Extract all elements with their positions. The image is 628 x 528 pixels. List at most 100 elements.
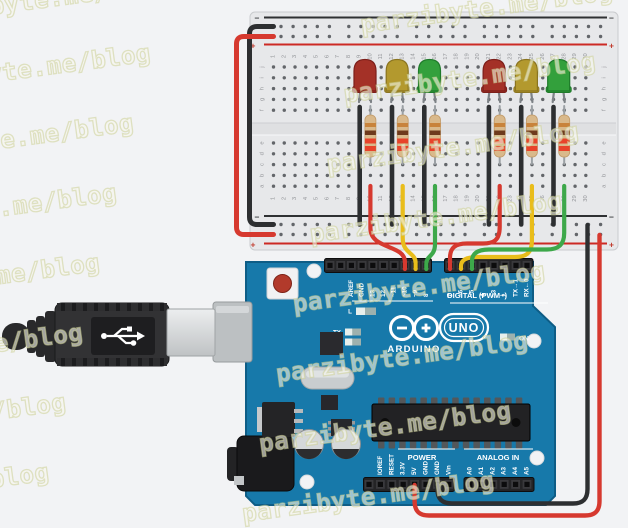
- breadboard-hole[interactable]: [465, 86, 470, 91]
- rail-hole[interactable]: [315, 34, 319, 39]
- resistor[interactable]: [429, 105, 441, 165]
- breadboard-hole[interactable]: [497, 173, 502, 178]
- breadboard-hole[interactable]: [325, 76, 330, 80]
- breadboard-hole[interactable]: [325, 97, 330, 102]
- rail-hole[interactable]: [279, 232, 283, 237]
- breadboard-hole[interactable]: [454, 152, 459, 156]
- rail-hole[interactable]: [395, 232, 399, 237]
- breadboard-hole[interactable]: [336, 86, 340, 91]
- breadboard-hole[interactable]: [304, 173, 308, 178]
- breadboard-hole[interactable]: [293, 184, 297, 188]
- header-pin-hole[interactable]: [513, 262, 519, 268]
- header-pin-hole[interactable]: [338, 262, 344, 268]
- resistor[interactable]: [493, 105, 506, 165]
- rail-hole[interactable]: [506, 34, 511, 39]
- breadboard-hole[interactable]: [282, 173, 286, 178]
- breadboard-hole[interactable]: [541, 65, 545, 69]
- rail-hole[interactable]: [482, 222, 487, 227]
- breadboard-hole[interactable]: [444, 97, 448, 102]
- breadboard-hole[interactable]: [584, 97, 588, 102]
- breadboard-hole[interactable]: [368, 173, 373, 178]
- breadboard-hole[interactable]: [271, 86, 276, 91]
- breadboard-hole[interactable]: [411, 184, 416, 188]
- breadboard-hole[interactable]: [336, 152, 340, 156]
- breadboard-hole[interactable]: [476, 86, 480, 91]
- breadboard-hole[interactable]: [314, 141, 319, 145]
- rail-hole[interactable]: [414, 232, 419, 237]
- breadboard-hole[interactable]: [444, 86, 448, 91]
- breadboard-hole[interactable]: [411, 141, 416, 145]
- header-pin-hole[interactable]: [524, 481, 530, 487]
- breadboard-hole[interactable]: [282, 97, 286, 102]
- breadboard-hole[interactable]: [336, 97, 340, 102]
- breadboard-hole[interactable]: [347, 76, 351, 80]
- reset-button-cap[interactable]: [273, 274, 292, 293]
- breadboard-hole[interactable]: [444, 162, 448, 167]
- led-red[interactable]: [481, 58, 508, 104]
- breadboard-hole[interactable]: [336, 76, 340, 80]
- rail-hole[interactable]: [347, 24, 351, 29]
- breadboard-hole[interactable]: [282, 76, 286, 80]
- header-pin-hole[interactable]: [377, 481, 383, 487]
- breadboard-hole[interactable]: [584, 108, 588, 112]
- breadboard-hole[interactable]: [465, 97, 470, 102]
- header-pin-hole[interactable]: [446, 481, 452, 487]
- rail-hole[interactable]: [562, 34, 566, 39]
- header-pin-hole[interactable]: [490, 481, 496, 487]
- header-pin-hole[interactable]: [380, 262, 387, 268]
- rail-hole[interactable]: [383, 34, 387, 39]
- header-pin-hole[interactable]: [513, 481, 519, 487]
- led-green[interactable]: [545, 58, 572, 104]
- rail-hole[interactable]: [519, 232, 523, 237]
- breadboard-hole[interactable]: [271, 162, 276, 167]
- breadboard-hole[interactable]: [411, 97, 416, 102]
- breadboard-hole[interactable]: [541, 173, 545, 178]
- breadboard-hole[interactable]: [465, 65, 470, 69]
- led-red[interactable]: [352, 58, 378, 104]
- signal-wire-pin8[interactable]: [424, 183, 438, 272]
- leds[interactable]: [352, 58, 572, 104]
- breadboard-hole[interactable]: [411, 108, 416, 112]
- rail-hole[interactable]: [315, 24, 319, 29]
- header-pin-hole[interactable]: [467, 481, 473, 487]
- rail-hole[interactable]: [347, 232, 351, 237]
- usb-cable[interactable]: [2, 302, 216, 367]
- rail-hole[interactable]: [291, 34, 295, 39]
- rail-hole[interactable]: [574, 24, 579, 29]
- breadboard-hole[interactable]: [282, 184, 286, 188]
- power-header[interactable]: [363, 477, 455, 492]
- breadboard-hole[interactable]: [454, 162, 459, 167]
- rail-hole[interactable]: [303, 232, 307, 237]
- breadboard-hole[interactable]: [584, 86, 588, 91]
- rail-hole[interactable]: [279, 222, 283, 227]
- breadboard-hole[interactable]: [271, 184, 276, 188]
- breadboard-hole[interactable]: [573, 65, 577, 69]
- breadboard-hole[interactable]: [282, 141, 286, 145]
- led-body[interactable]: [353, 58, 377, 92]
- breadboard-hole[interactable]: [293, 141, 297, 145]
- led-body[interactable]: [482, 58, 506, 92]
- breadboard-hole[interactable]: [454, 173, 459, 178]
- signal-wire-pin5[interactable]: [469, 183, 567, 272]
- rail-hole[interactable]: [383, 232, 387, 237]
- rail-hole[interactable]: [506, 222, 511, 227]
- rail-hole[interactable]: [371, 24, 375, 29]
- rail-hole[interactable]: [482, 232, 487, 237]
- led-yellow[interactable]: [513, 58, 540, 104]
- breadboard-hole[interactable]: [444, 184, 448, 188]
- breadboard-hole[interactable]: [325, 184, 330, 188]
- breadboard-hole[interactable]: [433, 173, 437, 178]
- breadboard-hole[interactable]: [508, 97, 513, 102]
- rail-hole[interactable]: [303, 34, 307, 39]
- breadboard-hole[interactable]: [293, 173, 297, 178]
- rail-hole[interactable]: [291, 232, 295, 237]
- rail-hole[interactable]: [383, 24, 387, 29]
- gnd-wire[interactable]: [435, 222, 590, 506]
- breadboard-hole[interactable]: [325, 141, 330, 145]
- rail-hole[interactable]: [359, 232, 363, 237]
- breadboard-hole[interactable]: [271, 108, 276, 112]
- breadboard-hole[interactable]: [314, 173, 319, 178]
- rail-hole[interactable]: [598, 222, 603, 227]
- header-pin-hole[interactable]: [348, 262, 354, 268]
- breadboard-hole[interactable]: [508, 86, 513, 91]
